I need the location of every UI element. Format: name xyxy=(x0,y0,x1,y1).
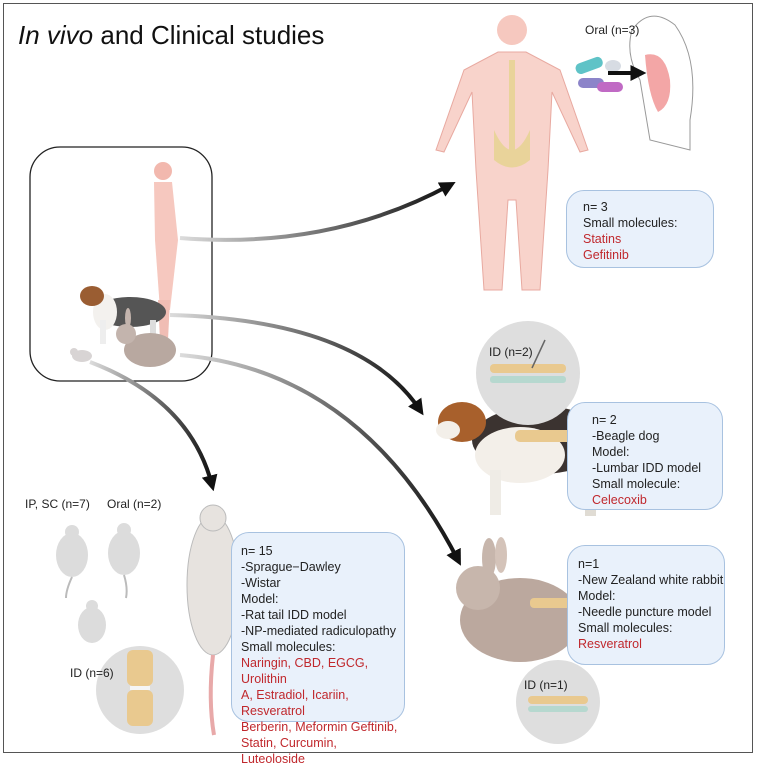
dog-info-box: n= 2 -Beagle dog Model: -Lumbar IDD mode… xyxy=(567,402,723,510)
human-info-box: n= 3 Small molecules: Statins Gefitinib xyxy=(566,190,714,268)
arrow-to-dog xyxy=(169,313,424,416)
rat-small-id xyxy=(78,600,106,643)
molecule-item: Celecoxib xyxy=(592,493,647,507)
molecule-item: Statins xyxy=(583,232,622,246)
ip-sc-label: IP, SC (n=7) xyxy=(25,497,90,511)
head-section-figure xyxy=(629,15,694,151)
rat-line: -Rat tail IDD model xyxy=(241,608,347,622)
dog-line: -Lumbar IDD model xyxy=(592,461,702,475)
rabbit-figure xyxy=(456,537,580,662)
rat-line: -Wistar xyxy=(241,576,281,590)
rabbit-line: -New Zealand white rabbit xyxy=(578,573,724,587)
dog-n-count: n= 2 xyxy=(592,413,617,427)
dog-spine-segment xyxy=(490,339,566,383)
human-n-count: n= 3 xyxy=(583,200,608,214)
rat-info-box: n= 15 -Sprague−Dawley -Wistar Model: -Ra… xyxy=(231,532,405,766)
id-rabbit-label: ID (n=1) xyxy=(524,678,568,692)
figure-frame xyxy=(3,3,753,753)
rabbit-line: Model: xyxy=(578,589,616,603)
rat-line: -NP-mediated radiculopathy xyxy=(241,624,396,638)
rabbit-line: -Needle puncture model xyxy=(578,605,712,619)
rat-small-ipsc xyxy=(56,525,88,599)
arrow-to-rat xyxy=(89,360,218,492)
id-dog-label: ID (n=2) xyxy=(489,345,533,359)
mouse-small-figure xyxy=(70,348,92,362)
molecule-item: Statin, Curcumin, Luteoloside xyxy=(241,736,337,766)
rabbit-spine-segment xyxy=(528,696,588,712)
molecule-item: Berberin, Meformin Geftinib, xyxy=(241,720,398,734)
rat-figure xyxy=(186,504,240,736)
figure-title: In vivo and Clinical studies xyxy=(18,20,325,50)
species-group-box xyxy=(29,146,213,382)
human-heading: Small molecules: xyxy=(583,216,678,230)
dog-line: -Beagle dog xyxy=(592,429,660,443)
human-front-figure xyxy=(435,15,589,291)
rat-small-oral xyxy=(108,523,140,599)
molecule-item: Resveratrol xyxy=(578,637,642,651)
arrow-to-rabbit xyxy=(179,353,461,566)
rat-n-count: n= 15 xyxy=(241,544,273,558)
rat-tail-segment xyxy=(127,650,153,726)
molecule-item: Gefitinib xyxy=(583,248,629,262)
dog-line: Model: xyxy=(592,445,630,459)
pills-icon xyxy=(575,56,623,92)
molecule-item: Naringin, CBD, EGCG, Urolithin xyxy=(241,656,369,686)
arrow-to-human xyxy=(179,181,456,242)
oral-human-label: Oral (n=3) xyxy=(585,23,640,37)
oral-rat-label: Oral (n=2) xyxy=(107,497,162,511)
rat-line: Model: xyxy=(241,592,279,606)
rabbit-small-figure xyxy=(116,308,176,367)
rabbit-line: Small molecules: xyxy=(578,621,673,635)
rat-line: Small molecules: xyxy=(241,640,336,654)
id-rat-label: ID (n=6) xyxy=(70,666,114,680)
rat-line: -Sprague−Dawley xyxy=(241,560,341,574)
rabbit-n-count: n=1 xyxy=(578,557,600,571)
rabbit-info-box: n=1 -New Zealand white rabbit Model: -Ne… xyxy=(567,545,725,665)
dog-line: Small molecule: xyxy=(592,477,681,491)
molecule-item: A, Estradiol, Icariin, Resveratrol xyxy=(241,688,349,718)
